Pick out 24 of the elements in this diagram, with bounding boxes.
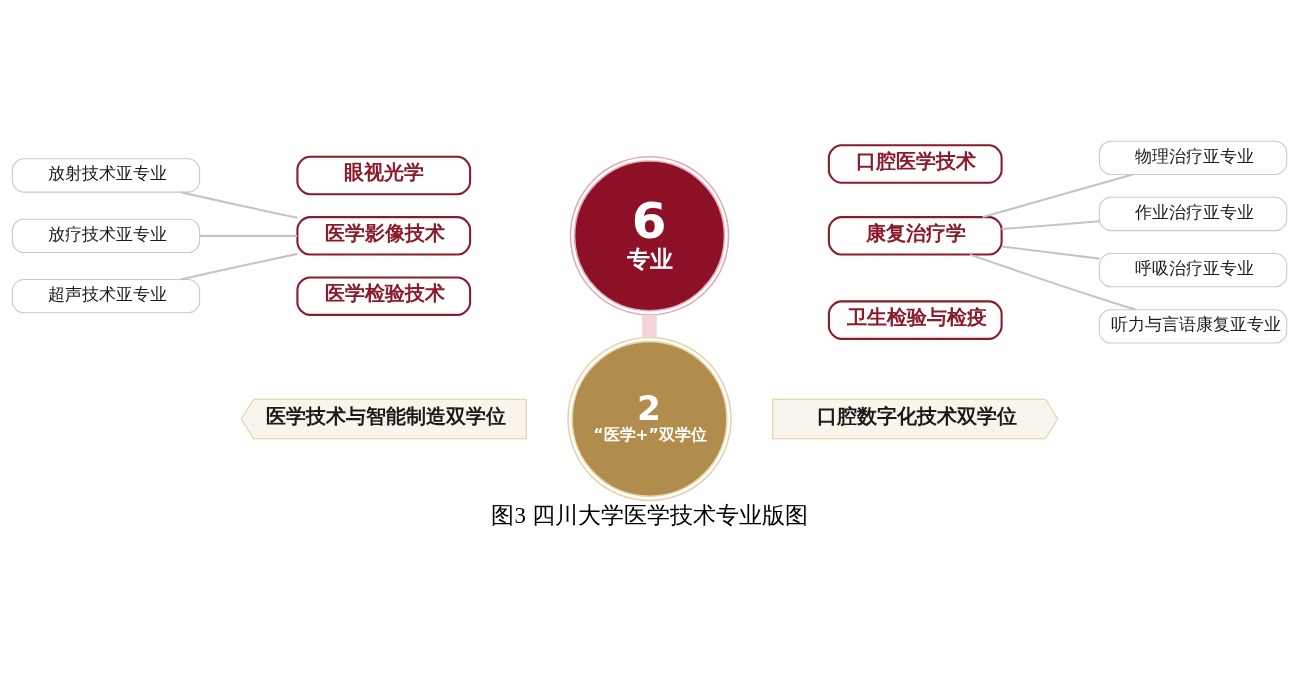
node-box: 超声技术亚专业 bbox=[11, 278, 201, 313]
node-circle: 6 专业 bbox=[569, 155, 730, 316]
node-box: 卫生检验与检疫 bbox=[827, 299, 1003, 340]
node-circle: 2 “医学+”双学位 bbox=[567, 336, 732, 501]
node-box: 医学影像技术 bbox=[296, 215, 472, 256]
connector bbox=[199, 234, 298, 237]
connector bbox=[982, 173, 1134, 218]
connector bbox=[969, 253, 1136, 311]
node-box: 物理治疗亚专业 bbox=[1098, 140, 1288, 175]
connector bbox=[642, 314, 657, 337]
node-box: 听力与言语康复亚专业 bbox=[1098, 308, 1288, 343]
caption: 图3 四川大学医学技术专业版图 bbox=[491, 502, 808, 528]
connector bbox=[1001, 219, 1100, 230]
node-box: 康复治疗学 bbox=[827, 215, 1003, 256]
node-box: 口腔医学技术 bbox=[827, 143, 1003, 184]
node-box: 眼视光学 bbox=[296, 155, 472, 195]
node-box: 医学检验技术 bbox=[296, 275, 472, 316]
connector bbox=[180, 252, 298, 281]
node-box: 放疗技术亚专业 bbox=[11, 218, 201, 253]
connector bbox=[1001, 244, 1100, 260]
connector bbox=[180, 190, 298, 219]
node-box: 放射技术亚专业 bbox=[11, 157, 201, 193]
node-box: 呼吸治疗亚专业 bbox=[1098, 252, 1288, 287]
node-box: 作业治疗亚专业 bbox=[1098, 196, 1288, 231]
